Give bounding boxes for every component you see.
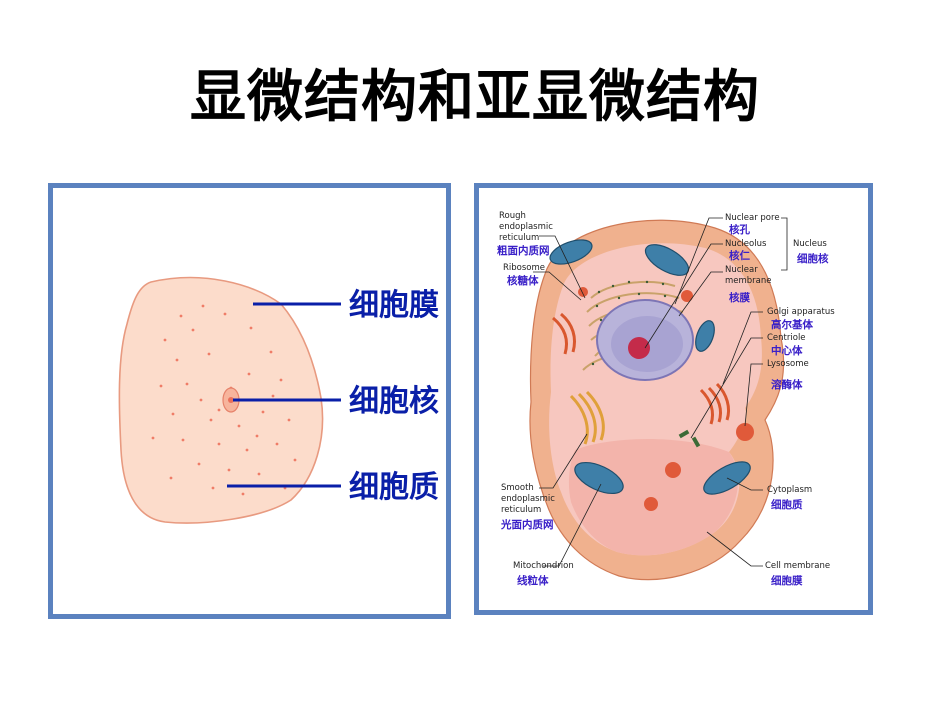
cytoplasm-floor <box>568 439 738 556</box>
label-cytoplasm-en: Cytoplasm <box>767 485 812 495</box>
label-cell-membrane-en: Cell membrane <box>765 561 830 571</box>
labels-lower-left: Smooth endoplasmic reticulum 光面内质网 Mitoc… <box>500 483 574 587</box>
labels-upper-left: Rough endoplasmic reticulum 粗面内质网 Riboso… <box>497 211 553 287</box>
label-cell-membrane-zh: 细胞膜 <box>771 574 803 587</box>
golgi-left <box>552 312 576 355</box>
label-nuclear-membrane-zh: 核膜 <box>729 291 750 304</box>
label-nucleus-en: Nucleus <box>793 239 827 249</box>
nucleolus <box>628 337 650 359</box>
label-smooth-er-en-3: reticulum <box>501 505 541 515</box>
light-microscope-panel: 细胞膜 细胞核 细胞质 <box>48 183 451 619</box>
label-mitochondrion-zh: 线粒体 <box>517 574 549 587</box>
smooth-er <box>569 390 605 445</box>
label-rough-er-en-1: Rough <box>499 211 526 221</box>
label-nuclear-pore-en: Nuclear pore <box>725 213 780 223</box>
label-rough-er-en-3: reticulum <box>499 233 539 243</box>
electron-microscope-panel: Rough endoplasmic reticulum 粗面内质网 Riboso… <box>474 183 873 615</box>
light-cell-diagram: 细胞膜 细胞核 细胞质 <box>118 276 439 524</box>
label-rough-er-en-2: endoplasmic <box>499 222 553 232</box>
label-cytoplasm: 细胞质 <box>349 470 439 505</box>
label-ribosome-zh: 核糖体 <box>507 274 539 287</box>
label-smooth-er-en-1: Smooth <box>501 483 534 493</box>
label-lysosome-en: Lysosome <box>767 359 809 369</box>
nucleolus <box>228 397 234 403</box>
label-lysosome-zh: 溶酶体 <box>771 378 803 391</box>
organelle-diagram: Rough endoplasmic reticulum 粗面内质网 Riboso… <box>497 211 835 587</box>
lysosomes <box>578 287 754 511</box>
labels-upper-middle: Nuclear pore 核孔 Nucleolus 核仁 Nuclear mem… <box>725 213 829 304</box>
label-cell-membrane: 细胞膜 <box>349 288 439 323</box>
pointer-lines <box>533 217 788 567</box>
label-nuclear-pore-zh: 核孔 <box>729 223 750 236</box>
label-centriole-en: Centriole <box>767 333 806 343</box>
label-mitochondrion-en: Mitochondrion <box>513 561 574 571</box>
label-smooth-er-zh: 光面内质网 <box>500 518 554 531</box>
label-nuclear-membrane-en-1: Nuclear <box>725 265 758 275</box>
label-golgi-zh: 高尔基体 <box>771 318 813 331</box>
page-title: 显微结构和亚显微结构 <box>190 65 760 130</box>
labels-right: Golgi apparatus 高尔基体 Centriole 中心体 Lysos… <box>765 307 835 587</box>
golgi-apparatus <box>699 382 731 425</box>
label-nucleolus-zh: 核仁 <box>729 249 750 262</box>
label-ribosome-en: Ribosome <box>503 263 545 273</box>
label-rough-er-zh: 粗面内质网 <box>497 244 550 257</box>
label-cytoplasm-zh: 细胞质 <box>771 498 803 511</box>
label-nucleus-zh: 细胞核 <box>797 252 829 265</box>
label-centriole-zh: 中心体 <box>771 344 803 357</box>
label-nuclear-membrane-en-2: membrane <box>725 276 772 286</box>
centriole <box>678 429 701 448</box>
label-smooth-er-en-2: endoplasmic <box>501 494 555 504</box>
label-golgi-en: Golgi apparatus <box>767 307 835 317</box>
label-nucleus: 细胞核 <box>349 384 439 419</box>
label-nucleolus-en: Nucleolus <box>725 239 767 249</box>
